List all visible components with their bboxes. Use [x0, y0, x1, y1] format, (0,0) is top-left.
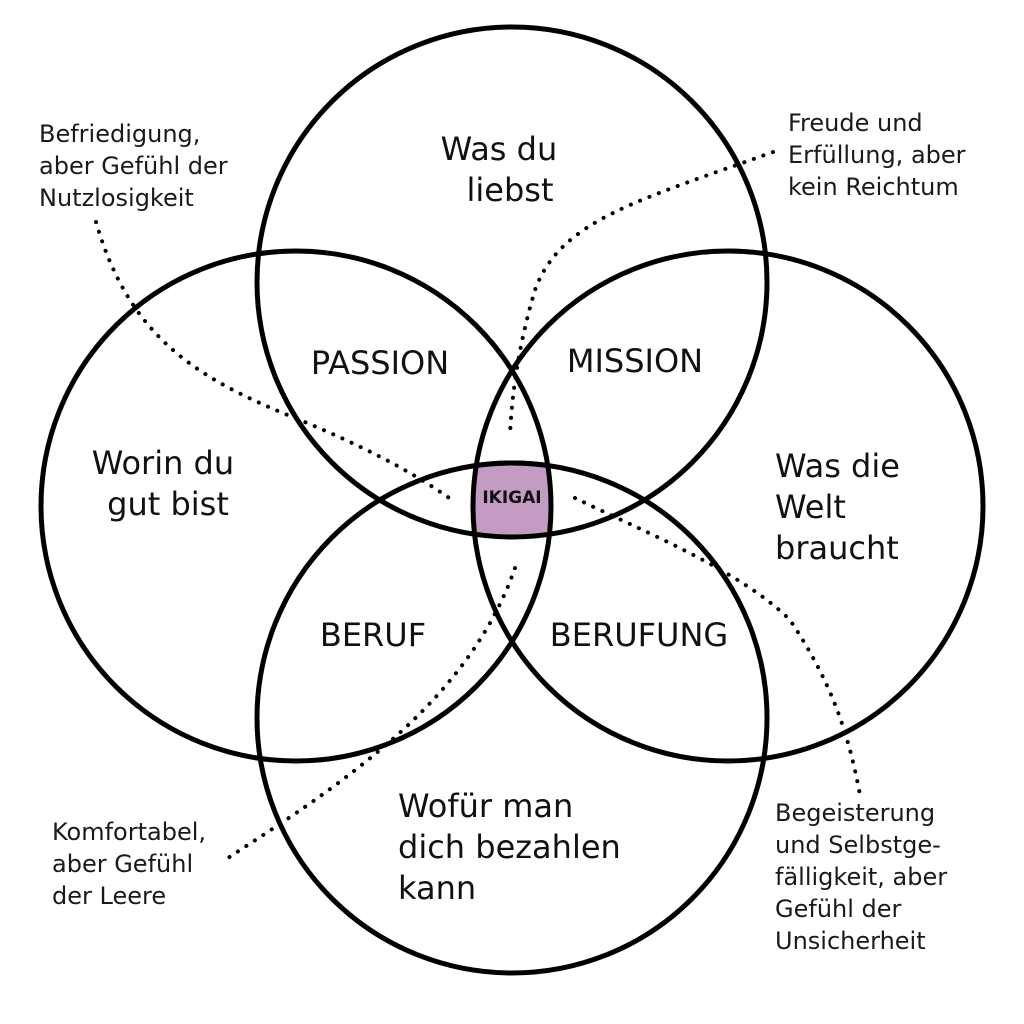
zone-mission: MISSION [567, 342, 703, 380]
circle-world-needs [470, 248, 986, 764]
note-berufung: Begeisterung und Selbstge- fälligkeit, a… [775, 799, 955, 955]
zone-passion: PASSION [311, 344, 449, 382]
note-beruf: Komfortabel, aber Gefühl der Leere [52, 818, 214, 910]
connector-beruf-note [220, 566, 517, 864]
label-world-needs: Was die Welt braucht [775, 447, 910, 567]
label-good-at: Worin du gut bist [92, 444, 245, 523]
zone-berufung: BERUFUNG [550, 616, 728, 654]
circle-paid-for [254, 460, 770, 976]
connector-passion-note [94, 220, 454, 502]
label-love: Was du liebst [441, 130, 568, 209]
circle-love [254, 24, 770, 540]
circle-good-at [38, 248, 554, 764]
label-paid-for: Wofür man dich bezahlen kann [398, 787, 631, 907]
note-passion: Befriedigung, aber Gefühl der Nutzlosigk… [39, 120, 235, 212]
connector-berufung-note [573, 496, 862, 797]
zone-ikigai: IKIGAI [482, 488, 541, 508]
note-mission: Freude und Erfüllung, aber kein Reichtum [788, 109, 973, 201]
zone-beruf: BERUF [320, 616, 426, 654]
connector-mission-note [508, 150, 775, 437]
